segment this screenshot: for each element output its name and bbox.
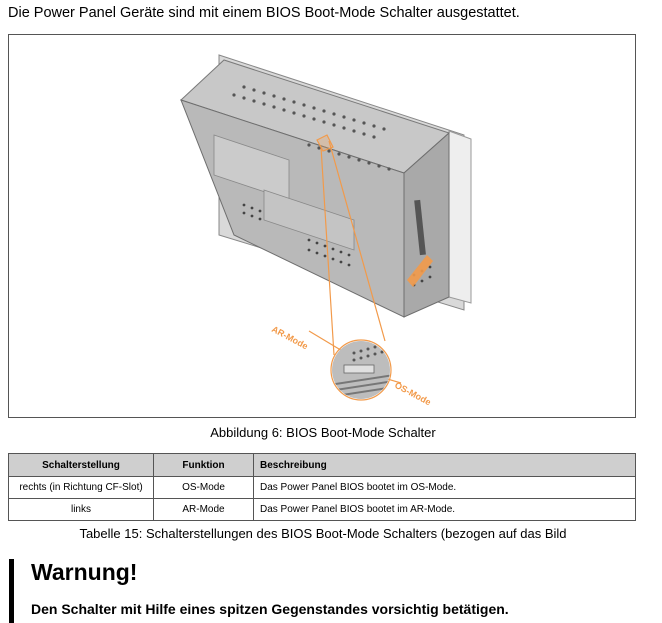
callout-ar-mode: AR-Mode [270,324,310,351]
column-header: Beschreibung [253,453,636,477]
warning-title: Warnung! [31,559,138,585]
table-cell: AR-Mode [153,498,254,521]
intro-text: Die Power Panel Geräte sind mit einem BI… [8,5,520,21]
figure-frame: AR-Mode OS-Mode [8,34,636,418]
table-cell: Das Power Panel BIOS bootet im OS-Mode. [253,476,636,499]
table-row: links AR-Mode Das Power Panel BIOS boote… [8,498,636,521]
vent-holes-top [232,85,391,171]
figure-caption: Abbildung 6: BIOS Boot-Mode Schalter [210,425,436,440]
table-cell: OS-Mode [153,476,254,499]
table-cell: rechts (in Richtung CF-Slot) [8,476,154,499]
switch-settings-table: Schalterstellung Funktion Beschreibung r… [8,453,636,521]
column-header: Funktion [153,453,254,477]
warning-text: Den Schalter mit Hilfe eines spitzen Geg… [31,601,509,617]
callout-os-mode: OS-Mode [393,380,433,407]
device-illustration: AR-Mode OS-Mode [180,54,472,407]
table-cell: Das Power Panel BIOS bootet im AR-Mode. [253,498,636,521]
table-cell: links [8,498,154,521]
warning-bar [9,559,14,623]
callout-lines [308,134,402,401]
table-row: rechts (in Richtung CF-Slot) OS-Mode Das… [8,476,636,499]
column-header: Schalterstellung [8,453,154,477]
table-header-row: Schalterstellung Funktion Beschreibung [8,453,636,477]
table-caption: Tabelle 15: Schalterstellungen des BIOS … [79,526,567,541]
zoom-detail [332,341,390,399]
